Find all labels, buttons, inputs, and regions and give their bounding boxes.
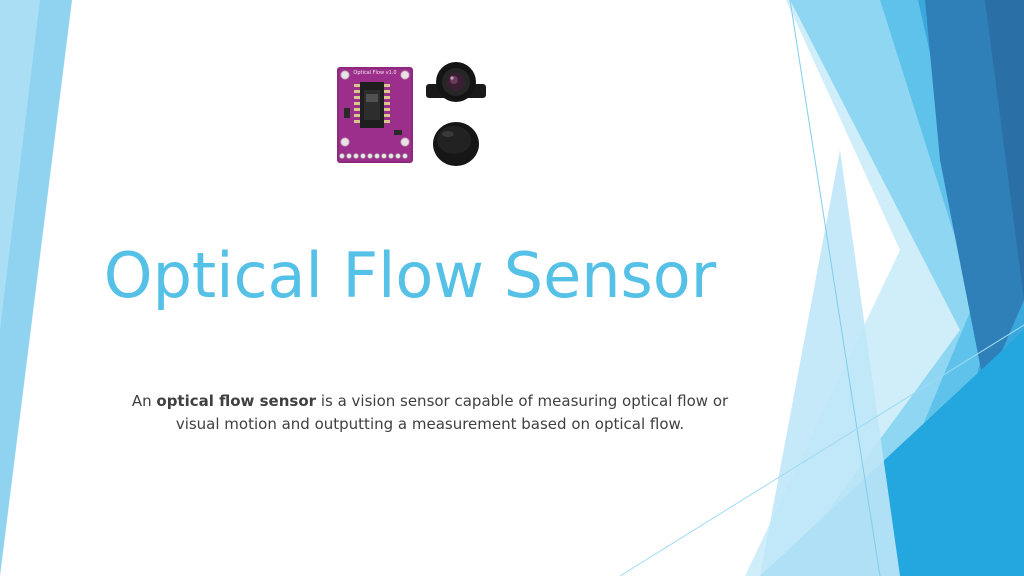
right-panel-darkest xyxy=(985,0,1024,300)
accent-line-1 xyxy=(789,0,881,576)
slide-description: An optical flow sensor is a vision senso… xyxy=(80,390,780,436)
accent-line-2 xyxy=(619,324,1024,576)
camera-lens xyxy=(426,62,486,102)
slide-title: Optical Flow Sensor xyxy=(103,239,717,312)
lens-cap xyxy=(433,122,479,166)
description-lead: An xyxy=(131,392,152,410)
description-line1-rest: is a vision sensor capable of measuring … xyxy=(320,392,729,410)
board-label: Optical Flow v1.0 xyxy=(353,70,396,76)
description-line2: visual motion and outputting a measureme… xyxy=(175,415,685,433)
description-term: optical flow sensor xyxy=(156,392,317,410)
left-wedge-highlight xyxy=(0,0,40,330)
optical-flow-sensor-image: Optical Flow v1.0 xyxy=(337,62,486,166)
right-bottom-pale-fill xyxy=(760,150,900,576)
